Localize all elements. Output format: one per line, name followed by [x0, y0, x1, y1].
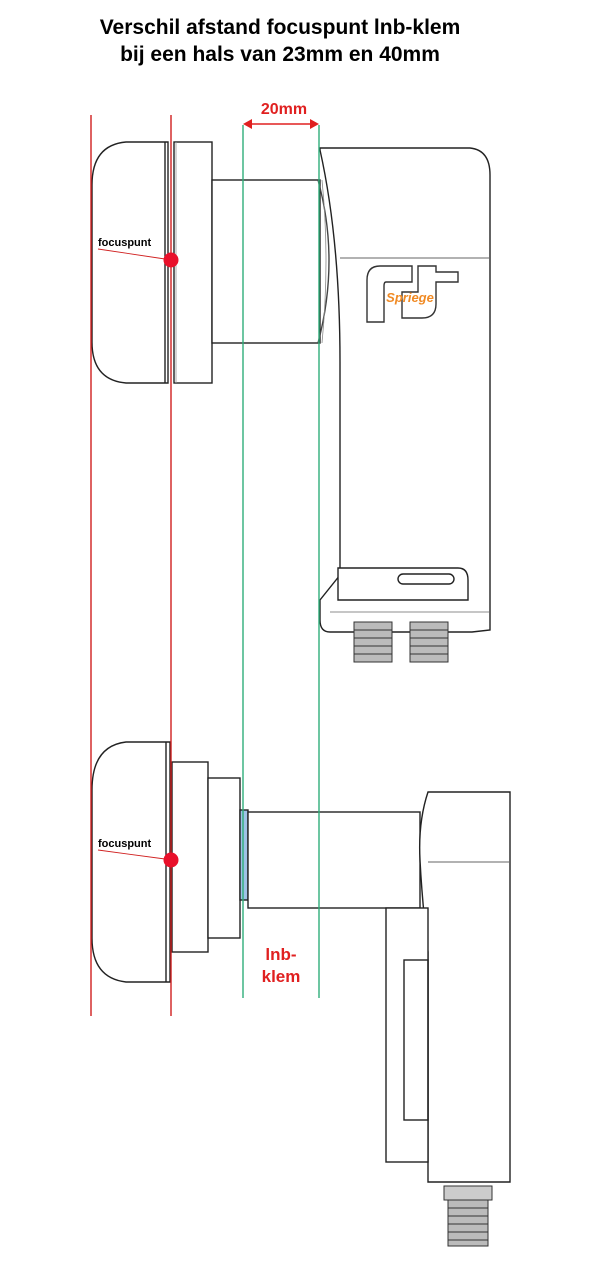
lnb-bottom-clamp-ring — [239, 809, 249, 901]
clamp-label-line-2: klem — [262, 967, 301, 986]
dimension-arrow — [243, 119, 319, 129]
lnb-top-neck-shade — [317, 179, 330, 344]
lnb-bottom — [91, 741, 511, 1247]
focus-leader-top — [97, 248, 166, 260]
focus-point-bottom — [163, 852, 179, 868]
lnb-bottom-body — [419, 791, 511, 1183]
lnb-bottom-collar — [171, 761, 209, 953]
lnb-top-feedhorn-cap — [91, 141, 169, 384]
focus-label-bottom: focuspunt — [98, 838, 151, 850]
title-line-1: Verschil afstand focuspunt lnb-klem — [99, 16, 461, 39]
brand-logo-mark — [366, 265, 459, 323]
lnb-top — [91, 141, 491, 663]
lnb-bottom-feedhorn-cap — [91, 741, 171, 983]
lnb-top-neck — [211, 179, 321, 344]
focus-point-top — [163, 252, 179, 268]
focus-label-top: focuspunt — [98, 237, 151, 249]
brand-label: Spriege — [386, 290, 434, 305]
lnb-top-vent-slot — [397, 573, 455, 585]
lnb-bottom-neck — [247, 811, 421, 909]
lnb-top-connectors — [353, 621, 449, 663]
lnb-bottom-side-rail — [403, 959, 429, 1121]
lnb-top-neck-shade-2 — [321, 179, 327, 344]
lnb-bottom-collar-2 — [207, 777, 241, 939]
dimension-label: 20mm — [261, 101, 307, 118]
clamp-label-line-1: lnb- — [265, 945, 296, 964]
focus-leader-bottom — [97, 849, 166, 860]
lnb-bottom-side-panel — [385, 907, 429, 1163]
lnb-top-body — [319, 147, 491, 633]
lnb-top-ring — [173, 141, 213, 384]
title-line-2: bij een hals van 23mm en 40mm — [120, 43, 440, 66]
lnb-bottom-connector — [443, 1185, 493, 1247]
diagram-title: Verschil afstand focuspunt lnb-klem bij … — [0, 14, 560, 68]
